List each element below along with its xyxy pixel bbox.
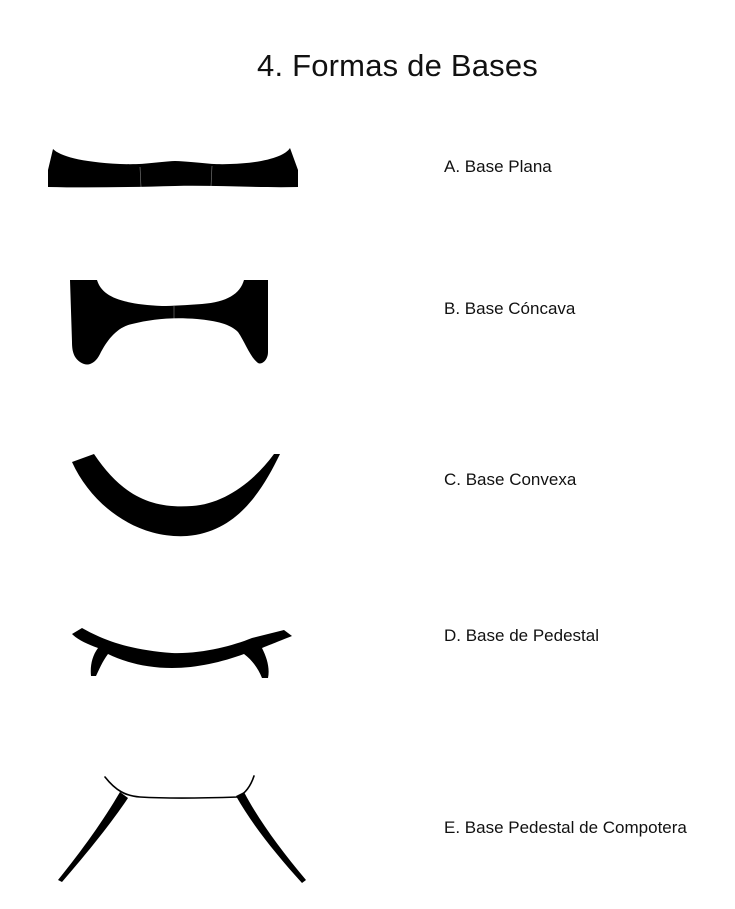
concave-base-shape — [62, 272, 282, 372]
flat-base-shape — [40, 140, 310, 200]
label-pedestal-base: D. Base de Pedestal — [444, 626, 599, 646]
label-flat-base: A. Base Plana — [444, 157, 552, 177]
figure-title: 4. Formas de Bases — [0, 48, 735, 84]
compote-pedestal-base-shape — [48, 764, 318, 889]
label-concave-base: B. Base Cóncava — [444, 299, 575, 319]
label-convex-base: C. Base Convexa — [444, 470, 576, 490]
label-compote-pedestal-base: E. Base Pedestal de Compotera — [444, 818, 687, 838]
convex-base-shape — [62, 446, 292, 546]
pedestal-base-shape — [62, 618, 302, 688]
